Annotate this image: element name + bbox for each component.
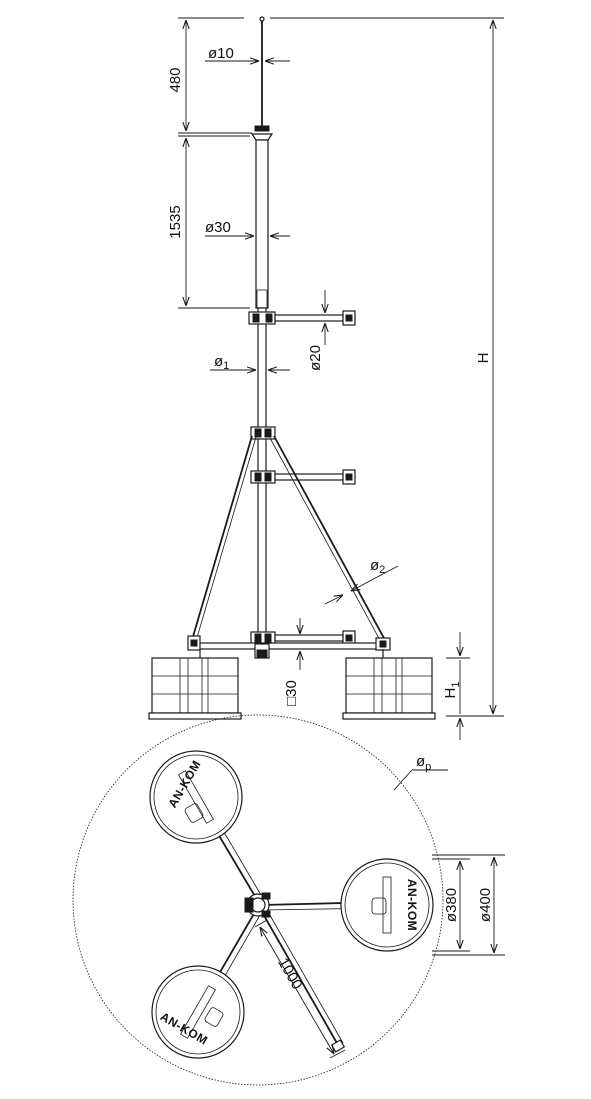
dim-1535: 1535 xyxy=(167,205,184,238)
plan-disc-right: AN-KOM xyxy=(340,858,434,952)
ballast-left xyxy=(148,657,242,720)
dim-square-30: □30 xyxy=(283,680,300,706)
plan-disc-bottom: AN-KOM xyxy=(151,965,245,1059)
dim-dia-380: ø380 xyxy=(443,888,460,922)
tripod-head xyxy=(250,426,276,440)
footprint-circle xyxy=(72,714,444,1086)
base-frame xyxy=(187,630,391,660)
dim-H1: H1 xyxy=(442,682,462,699)
plan-hub xyxy=(244,892,271,918)
dim-dia-10: ø10 xyxy=(208,45,234,62)
dim-dia-p: øp xyxy=(416,753,431,773)
brand-label-right: AN-KOM xyxy=(405,879,419,931)
dim-dia-400: ø400 xyxy=(477,888,494,922)
top-coupling xyxy=(250,125,274,141)
ballast-right xyxy=(342,657,436,720)
upper-tube xyxy=(255,139,269,309)
tripod-legs xyxy=(191,435,386,643)
dimensions-side: 480 ø10 1535 ø30 ø1 ø20 ø2 □30 xyxy=(167,17,504,740)
dim-H: H xyxy=(475,353,492,364)
guy-arm-upper xyxy=(248,310,356,326)
guy-arm-middle xyxy=(250,469,356,485)
plan-disc-top: AN-KOM xyxy=(149,750,243,844)
side-elevation xyxy=(148,16,436,720)
dim-dia-30: ø30 xyxy=(205,219,231,236)
dim-dia-20: ø20 xyxy=(307,345,324,371)
dim-dia-1: ø1 xyxy=(214,353,229,372)
dim-dia-2: ø2 xyxy=(370,557,385,576)
dim-480: 480 xyxy=(167,67,184,92)
dim-1000: 1000 xyxy=(274,955,305,992)
plan-view: øp AN xyxy=(72,714,505,1086)
